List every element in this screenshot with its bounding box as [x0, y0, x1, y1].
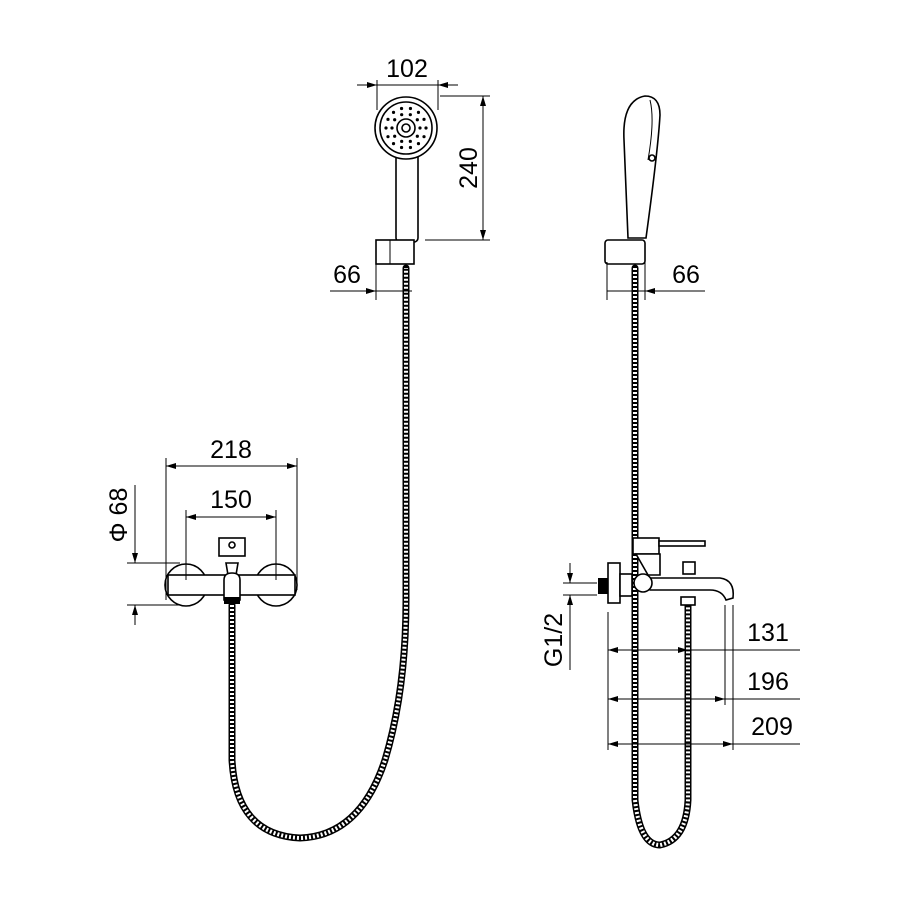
dim-side-holder-depth: 66: [672, 261, 700, 289]
side-handshower: [604, 95, 661, 265]
nozzle-dot: [422, 117, 426, 121]
front-hose: [228, 264, 410, 842]
dim-front-holder-depth: 66: [333, 261, 361, 289]
nozzle-dot: [408, 145, 413, 150]
dim-spout-outlet: 131: [747, 619, 789, 647]
nozzle-dot: [408, 113, 412, 117]
side-dimensions: [563, 262, 800, 750]
front-handshower: [374, 96, 438, 265]
dim-thread: G1/2: [540, 613, 568, 667]
nozzle-dot: [408, 106, 413, 111]
dim-inlet-centers: 150: [210, 486, 252, 514]
nozzle-dot: [418, 126, 422, 130]
front-mixer: [164, 537, 298, 607]
nozzle-dot: [415, 118, 419, 122]
nozzle-dot: [422, 135, 426, 139]
front-dimensions: [127, 80, 490, 625]
side-hose: [631, 264, 692, 849]
nozzle-dot: [399, 145, 404, 150]
nozzle-dot: [400, 139, 404, 143]
nozzle-dot: [390, 126, 394, 130]
dim-mixer-width: 218: [210, 436, 252, 464]
nozzle-dot: [408, 139, 412, 143]
dim-handshower-length: 240: [455, 147, 483, 189]
dim-overall-projection: 209: [751, 713, 793, 741]
nozzle-dot: [424, 126, 428, 130]
dim-handshower-width: 102: [386, 55, 428, 83]
nozzle-dot: [399, 106, 404, 111]
dim-flange-diameter: Φ 68: [105, 488, 133, 543]
side-mixer: [598, 537, 735, 606]
nozzle-dot: [393, 118, 397, 122]
nozzle-dot: [391, 142, 396, 146]
nozzle-dot: [416, 142, 421, 146]
nozzle-dot: [415, 134, 419, 138]
nozzle-dot: [393, 134, 397, 138]
nozzle-dot: [386, 117, 390, 121]
nozzle-dot: [416, 110, 421, 114]
nozzle-dot: [391, 110, 396, 114]
nozzle-dot: [384, 126, 388, 130]
nozzle-dot: [400, 113, 404, 117]
dim-spout-projection: 196: [747, 668, 789, 696]
nozzle-dot: [386, 135, 390, 139]
